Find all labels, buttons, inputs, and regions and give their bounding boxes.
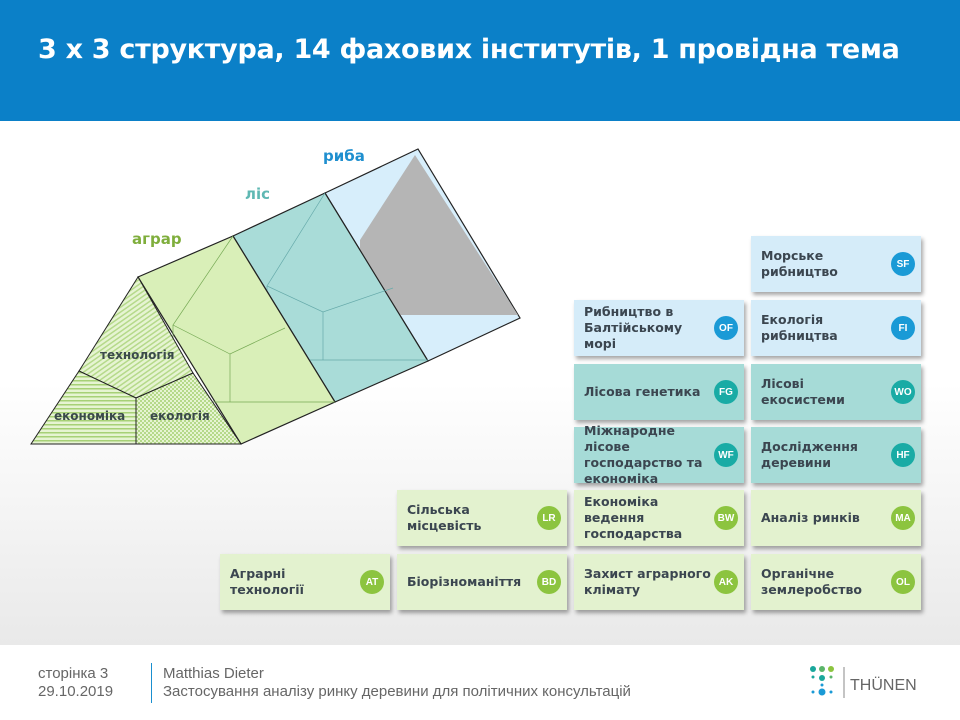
institute-card-ol: Органічне землеробство OL: [751, 554, 921, 610]
page-title: 3 x 3 структура, 14 фахових інститутів, …: [38, 34, 900, 65]
institute-code-badge: SF: [891, 252, 915, 276]
institute-name: Міжнародне лісове господарство та економ…: [584, 423, 703, 486]
presentation-subtitle: Застосування аналізу ринку деревини для …: [163, 683, 631, 700]
institute-code-badge: FI: [891, 316, 915, 340]
institute-code-badge: MA: [891, 506, 915, 530]
institute-card-wo: Лісові екосистеми WO: [751, 364, 921, 420]
page-number: сторінка 3: [38, 665, 109, 682]
institute-card-bd: Біорізноманіття BD: [397, 554, 567, 610]
pillar-label-lis: ліс: [245, 185, 271, 203]
institute-name: Морське рибництво: [761, 248, 838, 279]
segment-ecology: [135, 372, 242, 445]
riba-hidden-gray: [360, 155, 518, 315]
header-bar: 3 x 3 структура, 14 фахових інститутів, …: [0, 0, 960, 121]
institute-card-fg: Лісова генетика FG: [574, 364, 744, 420]
institute-name: Економіка ведення господарства: [584, 494, 683, 541]
institute-card-lr: Сільська місцевість LR: [397, 490, 567, 546]
logo-text: THÜNEN: [850, 677, 917, 694]
institute-name: Дослідження деревини: [761, 439, 858, 470]
divider: [151, 663, 152, 703]
institute-code-badge: BD: [537, 570, 561, 594]
segment-label-technology: технологія: [100, 348, 175, 362]
institute-code-badge: OL: [891, 570, 915, 594]
institute-name: Лісові екосистеми: [761, 376, 845, 407]
institute-card-fi: Екологія рибництва FI: [751, 300, 921, 356]
institute-card-sf: Морське рибництво SF: [751, 236, 921, 292]
pillar-label-agrar: аграр: [132, 230, 182, 248]
pillar-label-riba: риба: [323, 147, 365, 165]
institute-name: Лісова генетика: [584, 384, 701, 399]
thunen-logo-icon: [810, 666, 845, 698]
institute-card-wf: Міжнародне лісове господарство та економ…: [574, 423, 744, 486]
institute-name: Біорізноманіття: [407, 574, 522, 589]
institute-card-bw: Економіка ведення господарства BW: [574, 490, 744, 546]
author: Matthias Dieter: [163, 665, 264, 682]
segment-label-ecology: екологія: [150, 409, 210, 423]
institute-code-badge: OF: [714, 316, 738, 340]
prism-diagram: [30, 148, 521, 445]
institute-card-at: Аграрні технології AT: [220, 554, 390, 610]
footer: сторінка 3 29.10.2019 Matthias Dieter За…: [0, 645, 960, 720]
institute-code-badge: HF: [891, 443, 915, 467]
institute-card-ma: Аналіз ринків MA: [751, 490, 921, 546]
institute-name: Аналіз ринків: [761, 510, 860, 525]
institute-code-badge: WO: [891, 380, 915, 404]
institute-name: Захист аграрного клімату: [584, 566, 711, 597]
institute-name: Аграрні технології: [230, 566, 304, 597]
institute-code-badge: LR: [537, 506, 561, 530]
institute-code-badge: WF: [714, 443, 738, 467]
institute-code-badge: AT: [360, 570, 384, 594]
institute-code-badge: AK: [714, 570, 738, 594]
institute-name: Сільська місцевість: [407, 502, 482, 533]
segment-label-economy: економіка: [54, 409, 126, 423]
institute-name: Рибництво в Балтійському морі: [584, 304, 683, 351]
institute-code-badge: FG: [714, 380, 738, 404]
institute-card-hf: Дослідження деревини HF: [751, 427, 921, 483]
institute-name: Екологія рибництва: [761, 312, 838, 343]
institute-code-badge: BW: [714, 506, 738, 530]
date: 29.10.2019: [38, 683, 114, 700]
institute-card-of: Рибництво в Балтійському морі OF: [574, 300, 744, 356]
institute-name: Органічне землеробство: [761, 566, 863, 597]
